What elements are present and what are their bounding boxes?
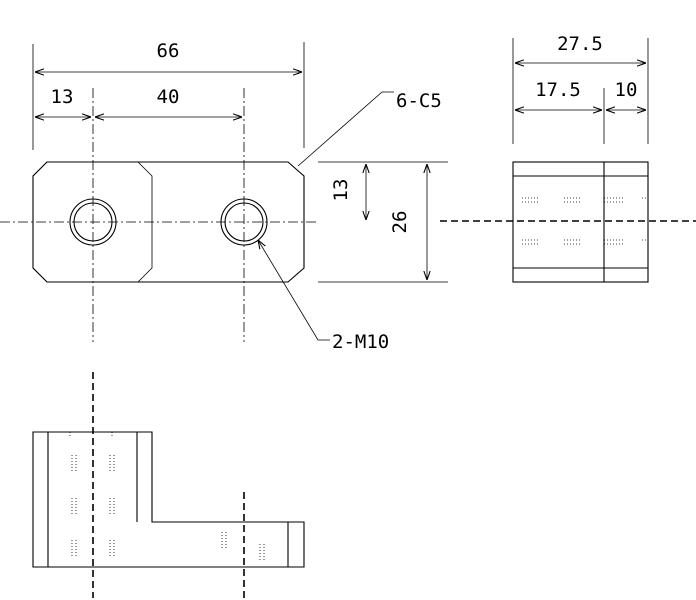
- elevation-view: [32, 372, 305, 598]
- dimension-overall-width: 26: [389, 211, 411, 234]
- side-outline: [512, 161, 649, 283]
- hidden-lines-elevation: [69, 432, 265, 560]
- boss-outline: [32, 161, 153, 283]
- dimension-side-part-a: 17.5: [535, 79, 581, 101]
- hidden-lines-side: [522, 197, 648, 245]
- side-view: 27.5 17.5 10: [440, 33, 696, 283]
- dimension-side-part-b: 10: [615, 79, 638, 101]
- dimension-edge-to-hole: 13: [51, 86, 74, 108]
- chamfer-leader: [297, 91, 394, 167]
- dimension-hole-pitch: 40: [157, 86, 180, 108]
- elevation-outline: [32, 431, 305, 568]
- thread-leader: [258, 240, 330, 341]
- thread-note: 2-M10: [332, 331, 389, 353]
- front-view: 66 13 40 6-C5 13 26 2-M10: [0, 40, 448, 353]
- dimension-side-total: 27.5: [557, 33, 603, 55]
- dimension-hole-center-height: 13: [330, 179, 352, 202]
- dimension-overall-length: 66: [157, 40, 180, 62]
- chamfer-note: 6-C5: [396, 90, 442, 112]
